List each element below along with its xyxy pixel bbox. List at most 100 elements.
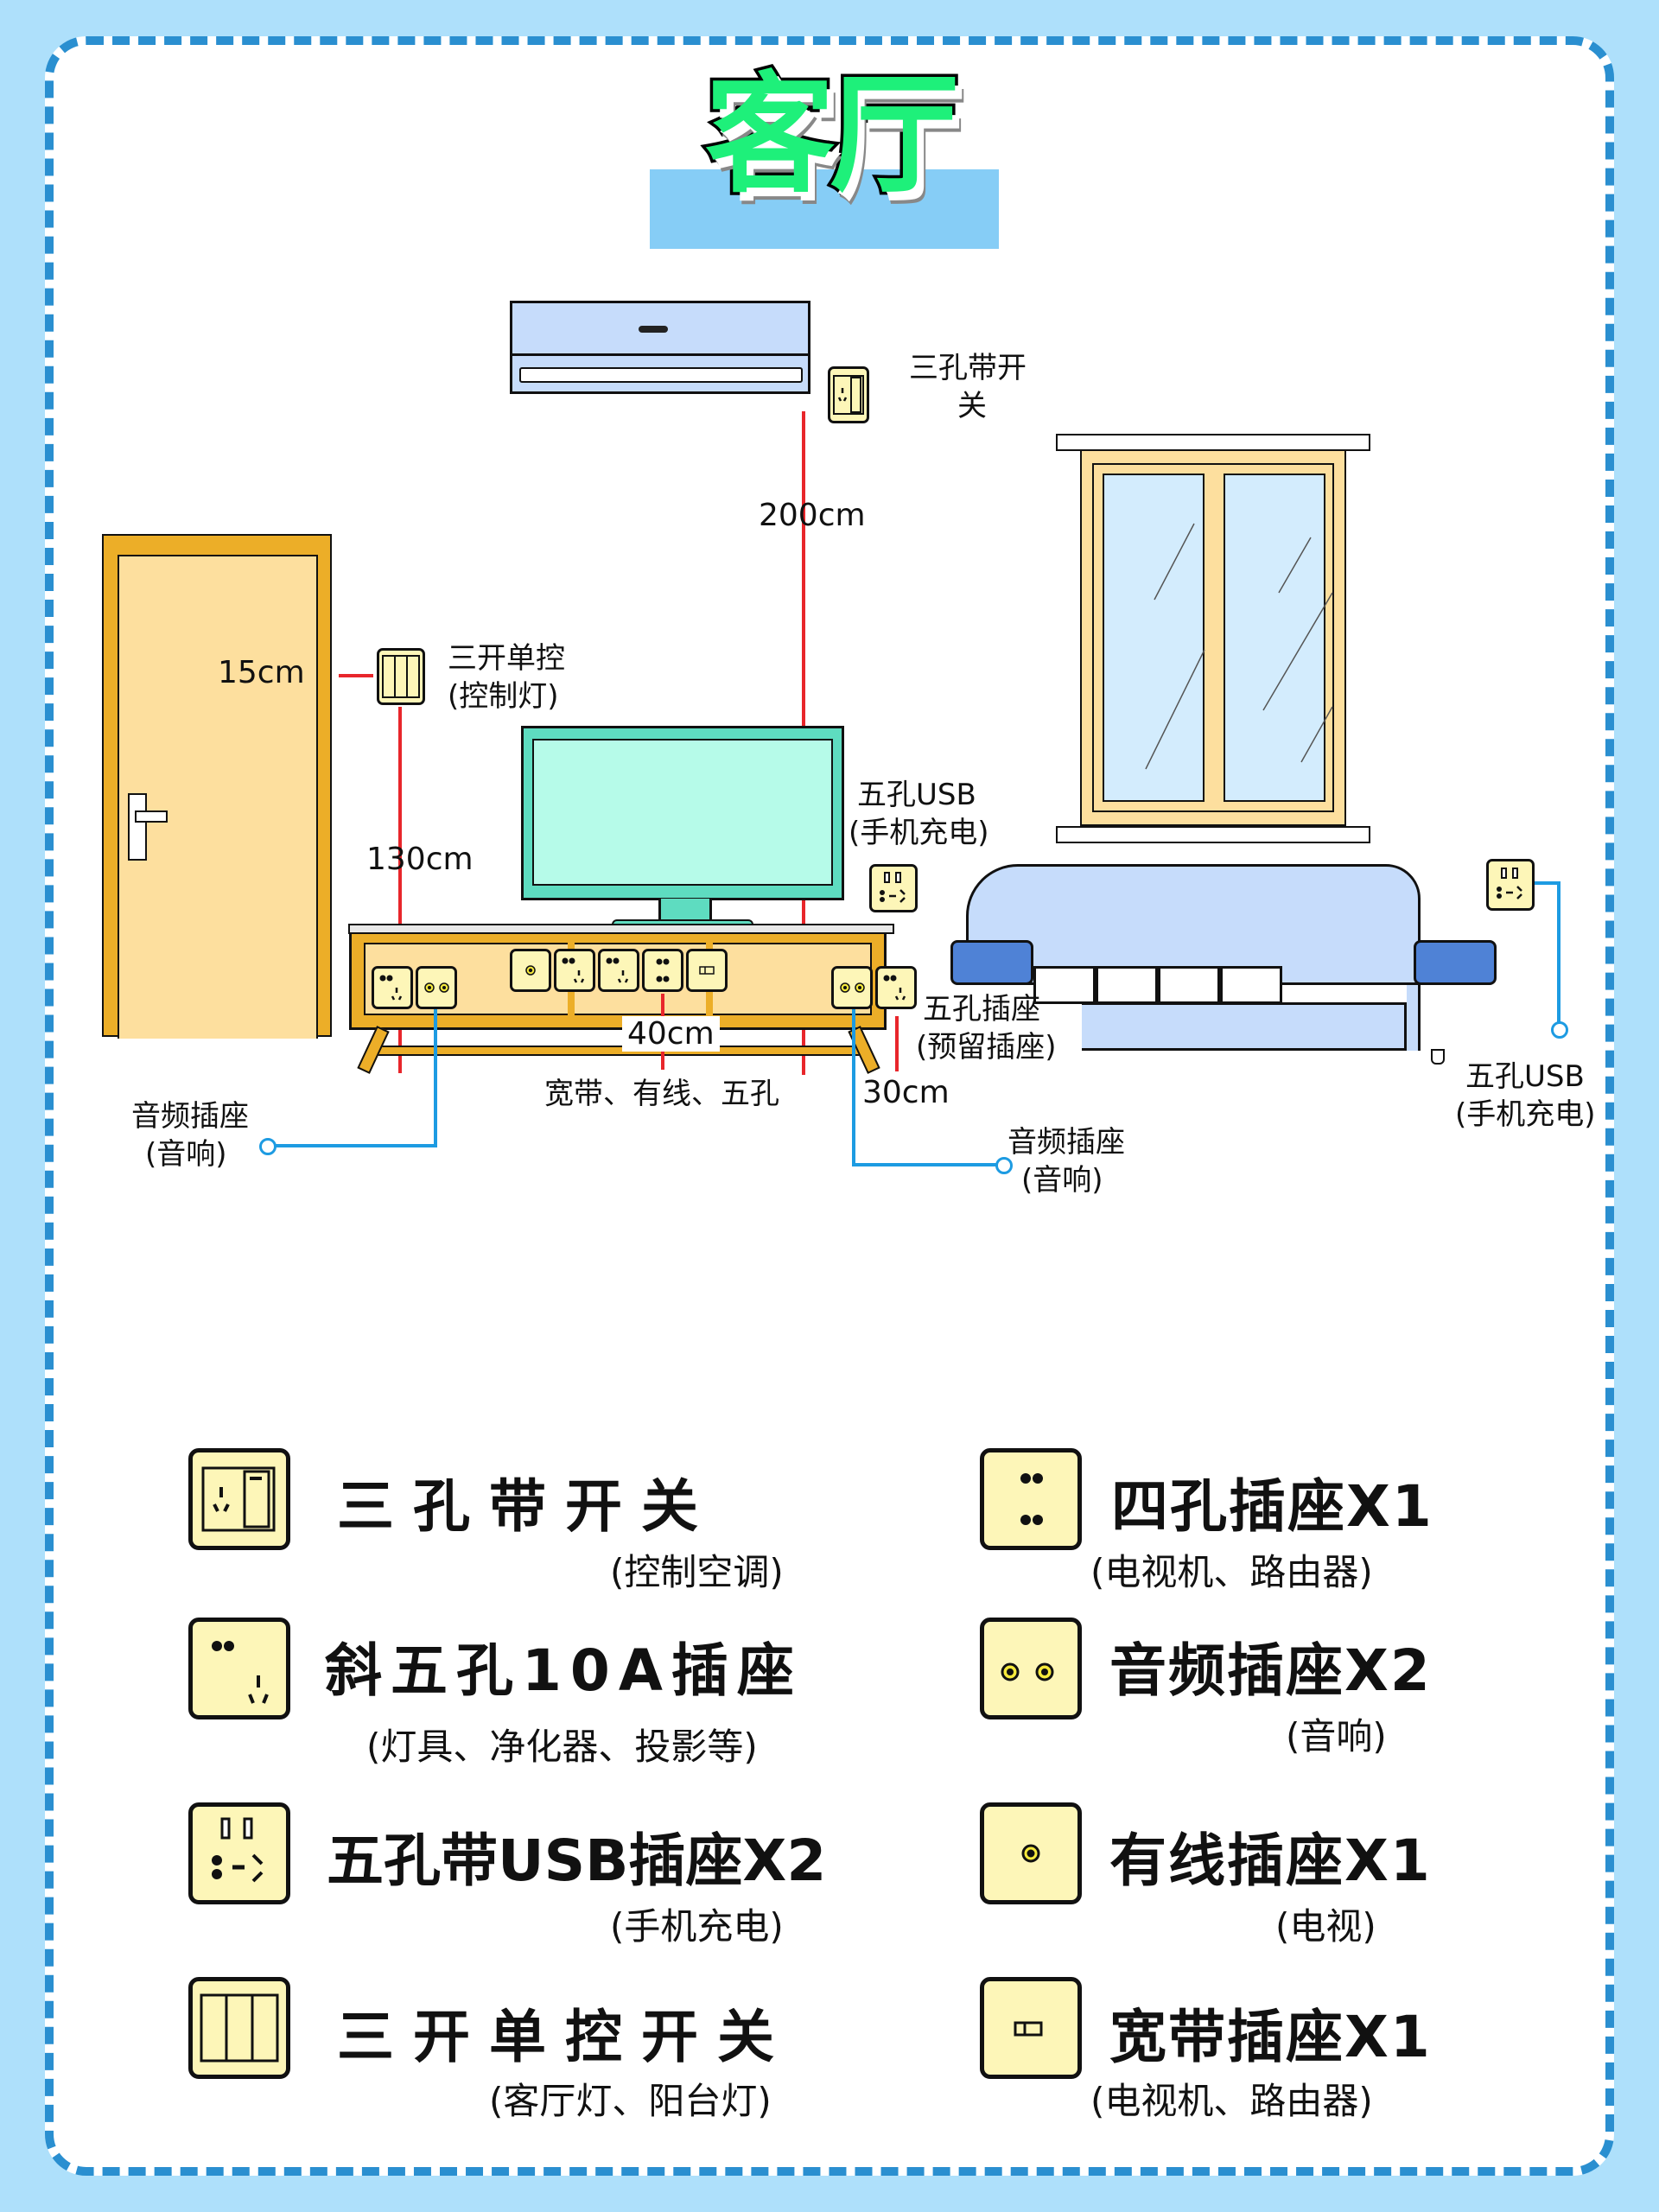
usb-sofa-label-title: 五孔USB — [1465, 1059, 1585, 1094]
cabinet-five-hole-socket-2 — [598, 949, 639, 992]
legend-icon-2 — [188, 1618, 290, 1719]
legend-sub-7: (电视机、路由器) — [1090, 2080, 1373, 2122]
usb-sofa-label-sub: (手机充电) — [1455, 1097, 1596, 1133]
legend-title-3: 音频插座X2 — [1109, 1637, 1432, 1704]
usb-tv-label: 五孔USB (手机充电) — [849, 776, 989, 852]
cabinet-height-label: 40cm — [622, 1016, 720, 1052]
four-hole-socket-icon — [656, 958, 670, 982]
cabinet-five-hole-socket-left — [372, 966, 413, 1009]
usb-sofa-connector-v — [1557, 881, 1560, 1025]
door-illustration — [102, 534, 332, 1039]
sofa-illustration — [950, 862, 1497, 1070]
usb-sofa-connector-dot — [1551, 1021, 1568, 1039]
audio-right-label-sub: (音响) — [1021, 1163, 1103, 1198]
cable-tv-socket-icon — [1021, 1844, 1040, 1863]
cabinet-shelf — [373, 1046, 869, 1056]
reserve-height-line — [895, 1016, 899, 1071]
cable-tv-socket-icon — [525, 965, 536, 976]
broadband-socket-icon — [1014, 2021, 1043, 2037]
legend-icon-1 — [980, 1448, 1082, 1550]
broadband-socket-icon — [699, 966, 715, 975]
ac-socket-label: 三孔带开 关 — [909, 349, 1027, 425]
four-hole-socket-icon — [1020, 1473, 1043, 1525]
switch-label-title: 三开单控 — [448, 641, 565, 676]
usb-socket-tv — [869, 864, 918, 912]
legend-title-7: 宽带插座X1 — [1109, 2004, 1432, 2070]
audio-socket-icon — [840, 982, 865, 993]
audio-left-label-title: 音频插座 — [131, 1099, 249, 1134]
audio-right-label: 音频插座 (音响) — [1007, 1123, 1125, 1199]
usb-five-hole-socket-icon — [880, 872, 906, 903]
five-hole-socket-icon — [883, 975, 906, 1001]
legend-title-1: 四孔插座X1 — [1111, 1473, 1433, 1540]
switch-label: 三开单控 (控制灯) — [448, 639, 565, 715]
triple-switch — [377, 648, 425, 705]
five-hole-socket-icon — [606, 957, 629, 983]
legend-sub-0: (控制空调) — [610, 1551, 784, 1593]
usb-tv-label-title: 五孔USB — [857, 778, 976, 812]
cabinet-broadband-socket — [686, 949, 728, 992]
tv-illustration — [521, 726, 844, 900]
usb-socket-sofa — [1486, 859, 1535, 911]
audio-left-connector-v — [434, 1009, 437, 1147]
tv-cabinet — [348, 924, 894, 1030]
legend-icon-4 — [188, 1802, 290, 1904]
usb-five-hole-socket-icon — [212, 1817, 264, 1883]
audio-socket-icon — [424, 982, 449, 993]
switch-height-line — [398, 707, 402, 1073]
audio-left-label: 音频插座 (音响) — [131, 1097, 249, 1173]
ac-socket-label-line2: 关 — [957, 389, 987, 424]
legend-sub-6: (客厅灯、阳台灯) — [489, 2080, 772, 2122]
legend-sub-1: (电视机、路由器) — [1090, 1551, 1373, 1593]
door-offset-label: 15cm — [218, 655, 305, 690]
triple-switch-icon — [200, 1993, 279, 2063]
cabinet-five-hole-socket-1 — [554, 949, 595, 992]
tv-stand — [658, 899, 712, 923]
reserve-five-hole-socket — [875, 966, 917, 1009]
three-hole-switch-socket-icon — [833, 375, 864, 415]
cabinet-sockets-label: 宽带、有线、五孔 — [544, 1077, 779, 1111]
ac-switch-socket — [828, 366, 869, 423]
cabinet-cable-tv-socket — [510, 949, 551, 992]
five-hole-socket-icon — [212, 1641, 269, 1704]
ac-height-label: 200cm — [759, 498, 866, 533]
legend-title-0: 三孔带开关 — [337, 1473, 717, 1540]
ac-socket-label-line1: 三孔带开 — [909, 351, 1027, 385]
audio-socket-icon — [1001, 1662, 1054, 1681]
legend-icon-0 — [188, 1448, 290, 1550]
triple-switch-icon — [382, 655, 420, 698]
reserve-height-label: 30cm — [862, 1075, 950, 1110]
audio-left-connector-h — [271, 1144, 437, 1147]
audio-right-label-title: 音频插座 — [1007, 1125, 1125, 1160]
legend-sub-5: (电视) — [1275, 1905, 1376, 1948]
usb-five-hole-socket-icon — [1497, 868, 1522, 899]
air-conditioner-illustration — [510, 301, 810, 394]
usb-tv-label-sub: (手机充电) — [849, 816, 989, 851]
legend-sub-4: (手机充电) — [610, 1905, 784, 1948]
door-offset-line — [339, 674, 373, 677]
reserve-socket-label: 五孔插座 (预留插座) — [916, 990, 1060, 1067]
cabinet-audio-socket-left — [416, 966, 457, 1009]
page-title: 客厅 — [702, 60, 962, 211]
audio-left-label-sub: (音响) — [145, 1137, 227, 1173]
cabinet-audio-socket-right — [831, 966, 873, 1009]
reserve-socket-title: 五孔插座 — [923, 992, 1040, 1027]
usb-sofa-label: 五孔USB (手机充电) — [1455, 1058, 1596, 1134]
legend-icon-5 — [980, 1802, 1082, 1904]
title-band — [650, 169, 999, 249]
legend-sub-2: (灯具、净化器、投影等) — [366, 1726, 758, 1768]
legend-sub-3: (音响) — [1286, 1715, 1387, 1758]
legend-title-6: 三开单控开关 — [337, 2004, 793, 2070]
audio-right-connector-h — [852, 1163, 1001, 1166]
legend-title-4: 五孔带USB插座X2 — [327, 1827, 827, 1894]
audio-right-connector-dot — [995, 1157, 1013, 1174]
audio-left-connector-dot — [259, 1138, 276, 1155]
five-hole-socket-icon — [379, 975, 403, 1001]
reserve-socket-sub: (预留插座) — [916, 1028, 1060, 1067]
window-illustration — [1056, 434, 1370, 847]
three-hole-switch-socket-icon — [201, 1466, 276, 1532]
legend-icon-3 — [980, 1618, 1082, 1719]
legend-title-5: 有线插座X1 — [1109, 1827, 1432, 1894]
legend-icon-7 — [980, 1977, 1082, 2079]
switch-label-sub: (控制灯) — [448, 679, 559, 715]
